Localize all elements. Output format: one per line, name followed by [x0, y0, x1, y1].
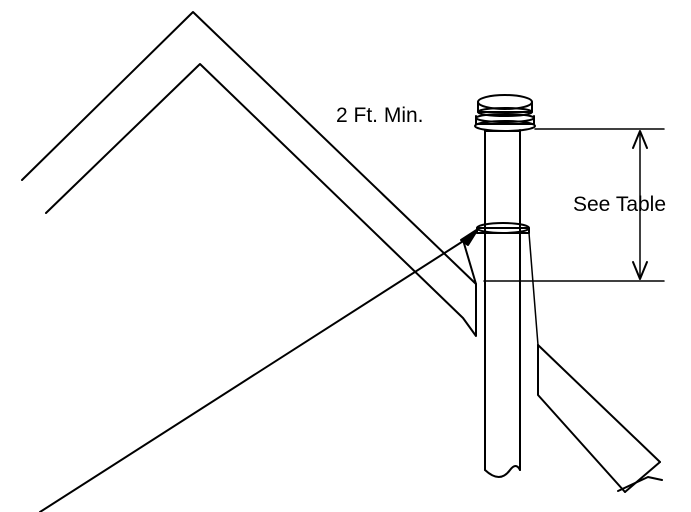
roof-outer-line	[21, 11, 477, 309]
dimension-arrow-top	[632, 130, 648, 149]
vent-cap-icon	[474, 94, 536, 132]
see-table-label: See Table	[573, 193, 667, 216]
minimum-height-label: 2 Ft. Min.	[336, 104, 424, 127]
leader-arrowhead	[460, 228, 479, 246]
dimension-arrow-bottom	[632, 261, 648, 280]
lower-roof-break-mark	[617, 476, 663, 492]
lower-roof-inner	[537, 344, 626, 493]
storm-collar	[476, 222, 530, 234]
reference-slope-line	[39, 237, 469, 512]
roof-inner-line	[45, 63, 477, 337]
lower-roof-end	[624, 461, 661, 493]
roof-underside-line	[462, 239, 477, 285]
flashing-line-right	[528, 232, 539, 346]
vent-pipe-bottom-break	[484, 465, 521, 478]
lower-roof-outer	[537, 344, 661, 463]
